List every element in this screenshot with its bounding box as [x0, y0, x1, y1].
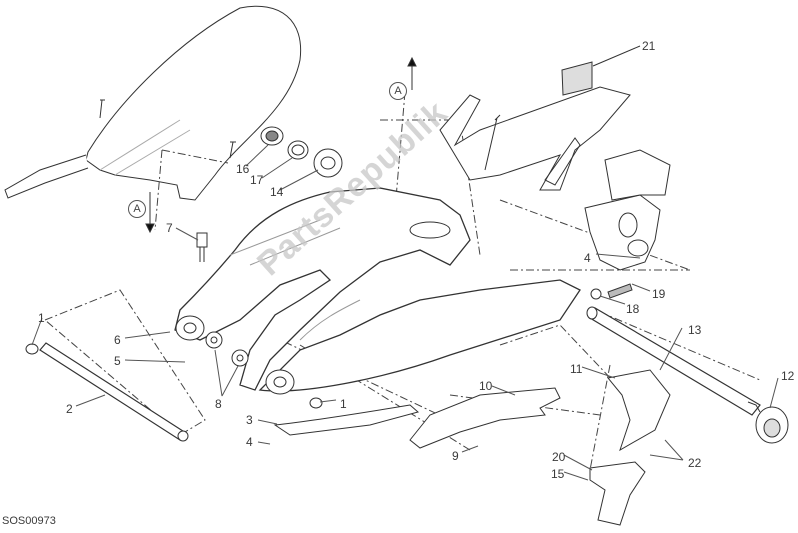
callout-3: 3: [246, 413, 253, 427]
callout-17: 17: [250, 173, 264, 187]
caliper-bracket-part: [584, 194, 661, 271]
chain-guard-part: [439, 86, 631, 191]
callout-6: 6: [114, 333, 121, 347]
callout-15: 15: [551, 467, 565, 481]
callout-5: 5: [114, 354, 121, 368]
callout-19: 19: [652, 287, 666, 301]
callout-20: 20: [552, 450, 566, 464]
callout-10: 10: [479, 379, 493, 393]
swingarm-part: [174, 187, 471, 391]
reference-marker-a-left: A: [128, 200, 146, 218]
callout-12: 12: [781, 369, 795, 383]
callout-1: 1: [340, 397, 347, 411]
callout-8: 8: [215, 397, 222, 411]
drawing-code: SOS00973: [2, 515, 56, 527]
callout-11: 11: [570, 362, 583, 376]
callout-4: 4: [246, 435, 253, 449]
callout-9: 9: [452, 449, 459, 463]
callout-16: 16: [236, 162, 250, 176]
callout-1: 1: [38, 311, 45, 325]
callout-21: 21: [642, 39, 656, 53]
callout-13: 13: [688, 323, 702, 337]
callout-14: 14: [270, 185, 284, 199]
callout-22: 22: [688, 456, 702, 470]
reference-marker-a-top: A: [389, 82, 407, 100]
callout-7: 7: [166, 221, 173, 235]
axle-spindle-part: [589, 307, 761, 416]
mudguard-part: [85, 5, 302, 201]
callout-4: 4: [584, 251, 591, 265]
callout-2: 2: [66, 402, 73, 416]
callout-18: 18: [626, 302, 640, 316]
